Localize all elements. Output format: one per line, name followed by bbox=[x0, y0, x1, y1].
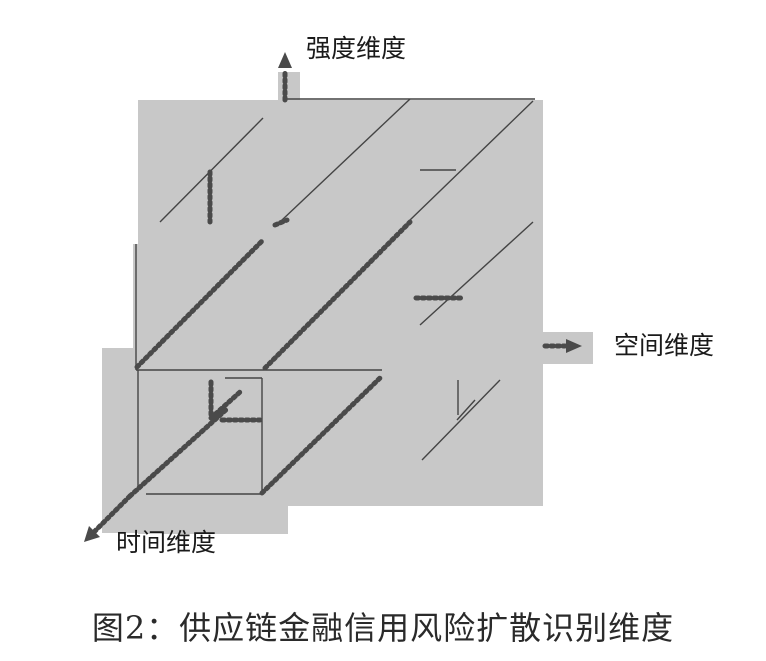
diag-top-2 bbox=[281, 98, 411, 221]
panel-main bbox=[138, 100, 543, 506]
solid-edges bbox=[135, 98, 535, 495]
strength-dimension-label: 强度维度 bbox=[306, 34, 407, 63]
time-arrow-icon bbox=[84, 526, 100, 542]
dotted-diag-1 bbox=[134, 237, 266, 370]
time-axis-dotted bbox=[89, 493, 133, 537]
space-dimension-label: 空间维度 bbox=[614, 331, 715, 360]
space-arrow-icon bbox=[566, 339, 582, 353]
panel-bottom-strip bbox=[138, 494, 288, 534]
time-dimension-label: 时间维度 bbox=[116, 528, 217, 557]
dotted-diag-2 bbox=[262, 219, 413, 371]
panel-cutouts bbox=[138, 100, 263, 240]
panel-top-tab bbox=[278, 72, 300, 102]
dotted-diag-4 bbox=[127, 405, 231, 499]
diag-right-low bbox=[421, 379, 501, 461]
diag-right-low2 bbox=[456, 399, 476, 421]
diag-top-3 bbox=[409, 100, 534, 221]
panel-left-upper bbox=[133, 244, 143, 370]
dotted-diag-3 bbox=[259, 375, 383, 496]
dotted-diag-inner bbox=[208, 389, 243, 421]
dotted-edges bbox=[89, 67, 568, 537]
figure-caption: 图2：供应链金融信用风险扩散识别维度 bbox=[91, 609, 675, 647]
dotted-top-stub bbox=[272, 217, 290, 228]
diag-right-mid bbox=[419, 221, 534, 326]
arrow-heads bbox=[84, 52, 582, 542]
strength-arrow-icon bbox=[278, 52, 292, 68]
